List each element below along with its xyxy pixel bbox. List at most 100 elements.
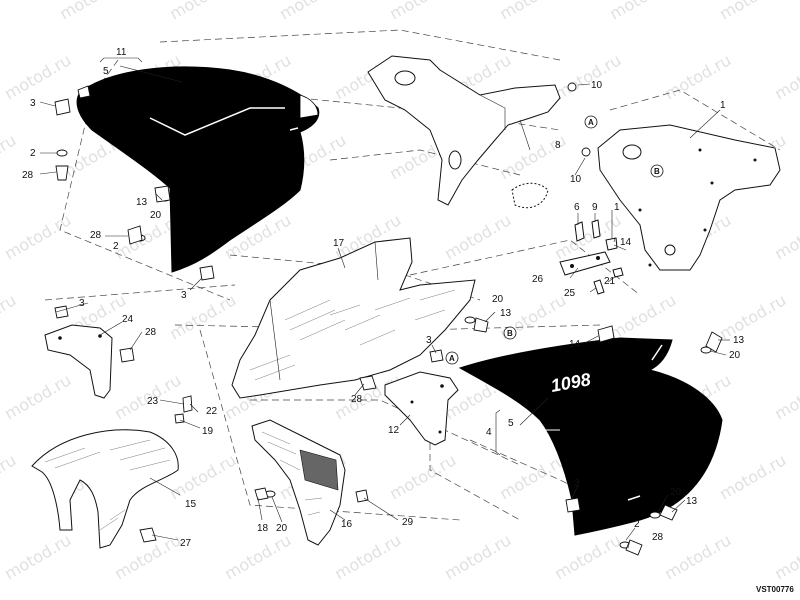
callout-17: 17 bbox=[333, 238, 345, 249]
center-bracket-assembly bbox=[511, 182, 624, 295]
callout-20: 20 bbox=[492, 294, 504, 305]
callout-25: 25 bbox=[564, 288, 576, 299]
callout-28: 28 bbox=[145, 327, 157, 338]
callout-21: 21 bbox=[604, 276, 616, 287]
watermark-text: motod.ru bbox=[386, 450, 459, 503]
watermark-text: motod.ru bbox=[606, 290, 679, 343]
callout-8: 8 bbox=[555, 140, 561, 151]
reference-mark-a: A bbox=[588, 118, 594, 127]
callout-14: 14 bbox=[569, 339, 581, 350]
watermark-text: motod.ru bbox=[0, 0, 19, 23]
watermark-text: motod.ru bbox=[716, 450, 789, 503]
callout-1: 1 bbox=[720, 100, 726, 111]
right-inner-panel bbox=[597, 124, 781, 271]
fasteners bbox=[54, 82, 723, 556]
callout-3: 3 bbox=[574, 478, 580, 489]
callout-13: 13 bbox=[733, 335, 745, 346]
watermark-text: motod.ru bbox=[386, 0, 459, 23]
watermark-text: motod.ru bbox=[441, 210, 514, 263]
callout-20: 20 bbox=[150, 210, 162, 221]
side-air-duct bbox=[251, 419, 346, 546]
callout-1: 1 bbox=[614, 202, 620, 213]
watermark-text: motod.ru bbox=[0, 130, 19, 183]
watermark-text: motod.ru bbox=[716, 290, 789, 343]
watermark-text: motod.ru bbox=[1, 370, 74, 423]
callout-2: 2 bbox=[113, 241, 119, 252]
callout-3: 3 bbox=[181, 290, 187, 301]
watermark-text: motod.ru bbox=[276, 0, 349, 23]
lower-left-bracket bbox=[44, 324, 113, 399]
callout-26: 26 bbox=[532, 274, 544, 285]
callout-10: 10 bbox=[591, 80, 603, 91]
callout-20: 20 bbox=[276, 523, 288, 534]
watermark-text: motod.ru bbox=[0, 290, 19, 343]
watermark-text: motod.ru bbox=[56, 0, 129, 23]
callout-28: 28 bbox=[22, 170, 34, 181]
callout-22: 22 bbox=[206, 406, 218, 417]
watermark-text: motod.ru bbox=[166, 0, 239, 23]
watermark-text: motod.ru bbox=[1, 210, 74, 263]
watermark-text: motod.ru bbox=[551, 50, 624, 103]
belly-pan bbox=[231, 237, 476, 399]
callout-10: 10 bbox=[570, 174, 582, 185]
watermark-text: motod.ru bbox=[661, 530, 734, 583]
callout-3: 3 bbox=[79, 298, 85, 309]
watermark-text: motod.ru bbox=[0, 450, 19, 503]
upper-mounting-bracket bbox=[367, 55, 561, 206]
callout-14: 14 bbox=[620, 237, 632, 248]
callout-3: 3 bbox=[426, 335, 432, 346]
callout-28: 28 bbox=[90, 230, 102, 241]
callout-19: 19 bbox=[202, 426, 214, 437]
mounting-bracket-12 bbox=[384, 371, 459, 446]
callout-16: 16 bbox=[341, 519, 353, 530]
callout-2: 2 bbox=[30, 148, 36, 159]
front-fender bbox=[31, 429, 179, 549]
callout-labels: 11 5 3 2 28 13 20 28 2 3 3 24 28 17 10 8… bbox=[22, 47, 745, 549]
watermark-text: motod.ru bbox=[496, 0, 569, 23]
callout-11: 11 bbox=[116, 47, 127, 58]
watermark-text: motod.ru bbox=[771, 370, 800, 423]
callout-13: 13 bbox=[686, 496, 698, 507]
watermark-text: motod.ru bbox=[166, 290, 239, 343]
callout-20: 20 bbox=[670, 487, 682, 498]
watermark-text: motod.ru bbox=[771, 50, 800, 103]
callout-29: 29 bbox=[402, 517, 414, 528]
watermark-text: motod.ru bbox=[716, 0, 789, 23]
watermark-text: motod.ru bbox=[1, 530, 74, 583]
callout-23: 23 bbox=[147, 396, 159, 407]
callout-27: 27 bbox=[180, 538, 192, 549]
watermark-text: motod.ru bbox=[441, 530, 514, 583]
reference-mark-b: B bbox=[507, 329, 513, 338]
leader-lines bbox=[39, 65, 730, 549]
callout-18: 18 bbox=[257, 523, 269, 534]
callout-28: 28 bbox=[351, 394, 363, 405]
callout-9: 9 bbox=[592, 202, 598, 213]
callout-4: 4 bbox=[486, 427, 492, 438]
watermark-text: motod.ru bbox=[771, 210, 800, 263]
watermark-text: motod.ru bbox=[661, 50, 734, 103]
callout-12: 12 bbox=[388, 425, 400, 436]
callout-2: 2 bbox=[634, 519, 640, 530]
watermark-text: motod.ru bbox=[496, 130, 569, 183]
watermark-text: motod.ru bbox=[606, 0, 679, 23]
right-side-fairing-panel: 1098 bbox=[458, 337, 723, 536]
drawing-code: VST00776 bbox=[756, 585, 794, 594]
watermark-text: motod.ru bbox=[1, 50, 74, 103]
watermark-text: motod.ru bbox=[551, 530, 624, 583]
callout-13: 13 bbox=[500, 308, 512, 319]
watermark-text: motod.ru bbox=[221, 530, 294, 583]
callout-5: 5 bbox=[508, 418, 514, 429]
watermark-text: motod.ru bbox=[496, 450, 569, 503]
reference-mark-a: A bbox=[449, 354, 455, 363]
callout-20: 20 bbox=[729, 350, 741, 361]
callout-24: 24 bbox=[122, 314, 134, 325]
watermark-text: motod.ru bbox=[771, 530, 800, 583]
callout-13: 13 bbox=[136, 197, 148, 208]
callout-15: 15 bbox=[185, 499, 197, 510]
callout-6: 6 bbox=[574, 202, 580, 213]
callout-3: 3 bbox=[30, 98, 36, 109]
reference-marks: A B B A bbox=[445, 115, 664, 365]
callout-5: 5 bbox=[103, 66, 109, 77]
watermark-text: motod.ru bbox=[331, 530, 404, 583]
